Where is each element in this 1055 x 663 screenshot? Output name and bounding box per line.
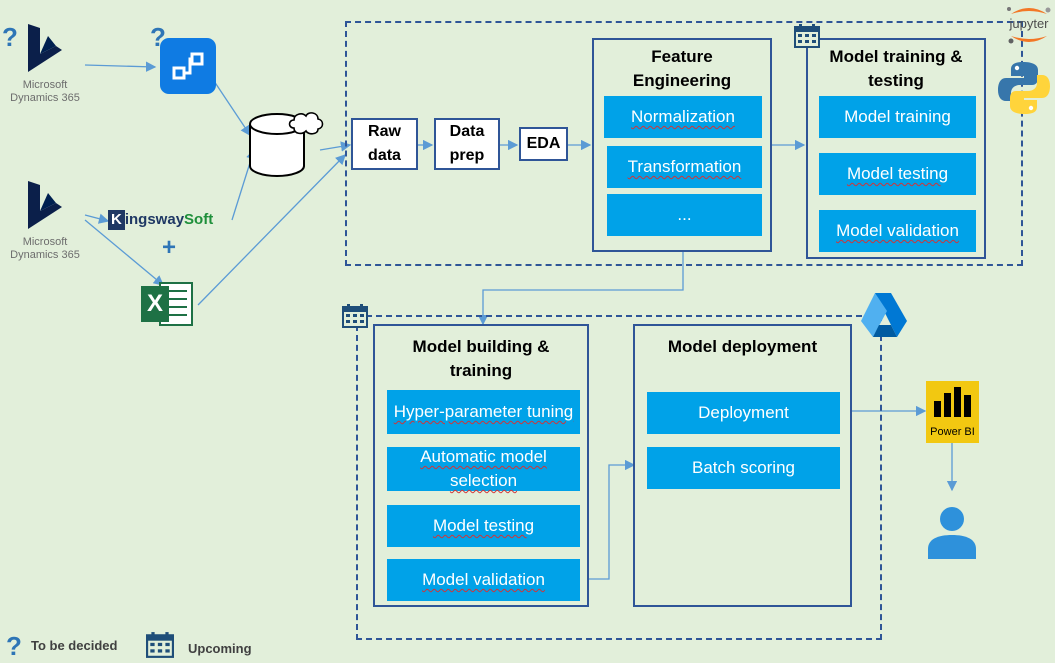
kingsway-soft: Soft [184, 211, 214, 228]
python-logo-icon [998, 62, 1050, 114]
dynamics-label-top: Microsoft Dynamics 365 [0, 79, 90, 105]
hyperparameter-box: Hyper-parameter tuning [387, 390, 580, 434]
model-testing-box: Model testing [819, 153, 976, 195]
model-deployment-title: Model deployment [667, 337, 818, 356]
legend-question-icon: ? [6, 631, 22, 661]
model-training-label: Model training [844, 107, 951, 126]
dashed-container-top [345, 21, 1023, 266]
jupyter-label: jupyter [1009, 16, 1049, 31]
legend-calendar-icon [146, 632, 174, 658]
legend-to-be-decided: To be decided [31, 638, 118, 653]
azure-ml-icon [861, 293, 907, 337]
model-testing-label: Model testing [846, 164, 949, 183]
transformation-box: Transformation [607, 146, 762, 188]
database-icon [249, 112, 324, 177]
arrow-flow-to-db [211, 77, 251, 137]
calendar-icon [794, 24, 820, 48]
power-automate-icon [160, 38, 216, 94]
dynamics-label-line2: Dynamics 365 [10, 92, 80, 104]
feature-engineering-title: Feature Engineering [632, 47, 732, 90]
powerbi-label: Power BI [930, 426, 975, 438]
batch-scoring-box: Batch scoring [647, 447, 840, 489]
dashed-container-bottom [356, 315, 882, 640]
building-model-validation-label: Model validation [422, 570, 545, 589]
raw-data-box: Raw data [351, 118, 418, 170]
dynamics-label-line1: Microsoft [22, 79, 68, 91]
dynamics-365-icon [28, 24, 62, 72]
hyperparameter-label: Hyper-parameter tuning [393, 402, 574, 421]
user-icon [928, 507, 976, 559]
building-model-testing-label: Model testing [432, 516, 535, 535]
normalization-box: Normalization [604, 96, 762, 138]
excel-icon: X [141, 280, 195, 328]
deployment-box: Deployment [647, 392, 840, 434]
arrow-excel-to-raw [197, 154, 346, 306]
dynamics-label-line2: Dynamics 365 [10, 249, 80, 261]
automatic-selection-box: Automatic model selection [387, 447, 580, 491]
normalization-label: Normalization [631, 107, 735, 126]
plus-sign: + [162, 234, 177, 261]
arrow-fe-to-building [477, 252, 684, 326]
model-building-panel: Model building & training Hyper-paramete… [373, 324, 589, 607]
model-training-testing-title: Model training & testing [829, 47, 963, 90]
dynamics-label-line1: Microsoft [22, 236, 68, 248]
model-building-title: Model building & training [412, 337, 550, 380]
automatic-selection-label: Automatic model selection [420, 447, 547, 490]
calendar-icon [342, 304, 368, 328]
powerbi-logo: Power BI [926, 381, 979, 443]
ellipsis-label: ... [677, 205, 692, 224]
arrow-dynamics-to-kingsway [84, 213, 110, 224]
model-training-box: Model training [819, 96, 976, 138]
building-model-validation-box: Model validation [387, 559, 580, 601]
feature-engineering-panel: Feature Engineering Normalization Transf… [592, 38, 772, 252]
data-prep-box: Data prep [434, 118, 500, 170]
model-deployment-panel: Model deployment Deployment Batch scorin… [633, 324, 852, 607]
kingsway-mid: ingsway [124, 211, 185, 228]
excel-letter: X [141, 286, 169, 322]
arrow-dynamics-to-excel [84, 219, 164, 286]
ellipsis-box: ... [607, 194, 762, 236]
kingsway-k: K [108, 210, 125, 230]
model-training-testing-panel: Model training & testing Model training … [806, 38, 986, 259]
dynamics-365-icon [28, 181, 62, 229]
dynamics-label-bottom: Microsoft Dynamics 365 [0, 236, 90, 262]
model-validation-label: Model validation [836, 221, 959, 240]
batch-scoring-label: Batch scoring [692, 458, 795, 477]
building-model-testing-box: Model testing [387, 505, 580, 547]
arrow-validation-to-deployment [582, 459, 636, 580]
transformation-label: Transformation [627, 157, 742, 176]
deployment-label: Deployment [698, 403, 789, 422]
eda-box: EDA [519, 127, 568, 161]
model-validation-box: Model validation [819, 210, 976, 252]
jupyter-logo: jupyter [1003, 4, 1055, 44]
legend-upcoming: Upcoming [188, 641, 252, 656]
question-mark-icon: ? [2, 22, 18, 52]
arrow-dynamics-to-flow [84, 61, 157, 72]
